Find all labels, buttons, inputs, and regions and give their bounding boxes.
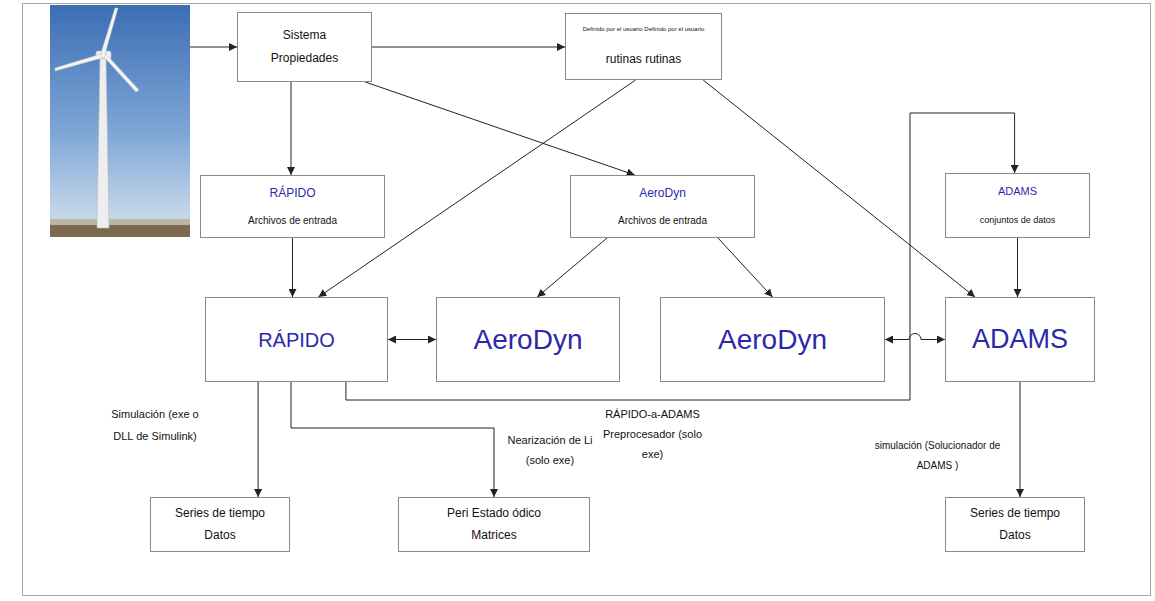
- box-label: AeroDyn: [718, 323, 827, 357]
- process-box: AeroDynArchivos de entrada: [570, 175, 755, 238]
- wind-turbine-photo: [50, 5, 190, 237]
- connector: [291, 382, 494, 497]
- process-box: Sistema Propiedades: [237, 12, 372, 82]
- box-label: Sistema Propiedades: [265, 24, 345, 70]
- process-box: ADAMS: [945, 297, 1095, 382]
- connector: [346, 113, 1015, 400]
- box-label: RÁPIDO: [269, 186, 315, 200]
- connector: [291, 82, 292, 175]
- process-box: Series de tiempo Datos: [945, 497, 1085, 552]
- connector: [885, 334, 945, 340]
- process-box: RÁPIDO Archivos de entrada: [200, 175, 385, 238]
- connector: [718, 238, 773, 297]
- box-label: Peri Estado ódico Matrices: [439, 503, 549, 546]
- process-box: Peri Estado ódico Matrices: [398, 497, 590, 552]
- box-label: Definido por el usuario Definido por el …: [583, 26, 705, 33]
- box-label: Archivos de entrada: [248, 215, 337, 227]
- edge-label: Nearización de Li (solo exe): [502, 430, 598, 470]
- connector: [365, 82, 635, 175]
- process-box: Definido por el usuario Definido por el …: [565, 13, 722, 80]
- connector: [258, 382, 259, 497]
- process-box: AeroDyn: [436, 297, 620, 382]
- box-label: AeroDyn: [639, 186, 686, 200]
- process-box: AeroDyn: [660, 297, 885, 382]
- connector: [537, 238, 607, 297]
- edge-label: RÁPIDO-a-ADAMS Preprocesador (solo exe): [595, 404, 710, 464]
- box-label: ADAMS: [998, 185, 1037, 198]
- process-box: ADAMS conjuntos de datos: [945, 173, 1090, 238]
- box-label: ADAMS: [972, 323, 1068, 355]
- photo-arrow: [190, 47, 237, 48]
- box-label: rutinas rutinas: [606, 52, 681, 66]
- box-label: Series de tiempo Datos: [170, 503, 270, 546]
- connector: [1020, 382, 1021, 497]
- connector: [292, 238, 293, 297]
- edge-label: Simulación (exe o DLL de Simulink): [100, 403, 210, 447]
- connector: [372, 47, 565, 48]
- connector: [1017, 238, 1018, 297]
- page-frame: [23, 4, 1151, 596]
- box-label: Series de tiempo Datos: [965, 503, 1065, 546]
- box-label: Archivos de entrada: [618, 215, 707, 227]
- process-box: Series de tiempo Datos: [150, 497, 290, 552]
- box-label: RÁPIDO: [258, 328, 335, 352]
- box-label: AeroDyn: [474, 323, 583, 357]
- process-box: RÁPIDO: [205, 297, 388, 382]
- edge-label: simulación (Solucionador de ADAMS ): [865, 436, 1010, 476]
- box-label: conjuntos de datos: [980, 215, 1056, 226]
- connector: [388, 339, 436, 340]
